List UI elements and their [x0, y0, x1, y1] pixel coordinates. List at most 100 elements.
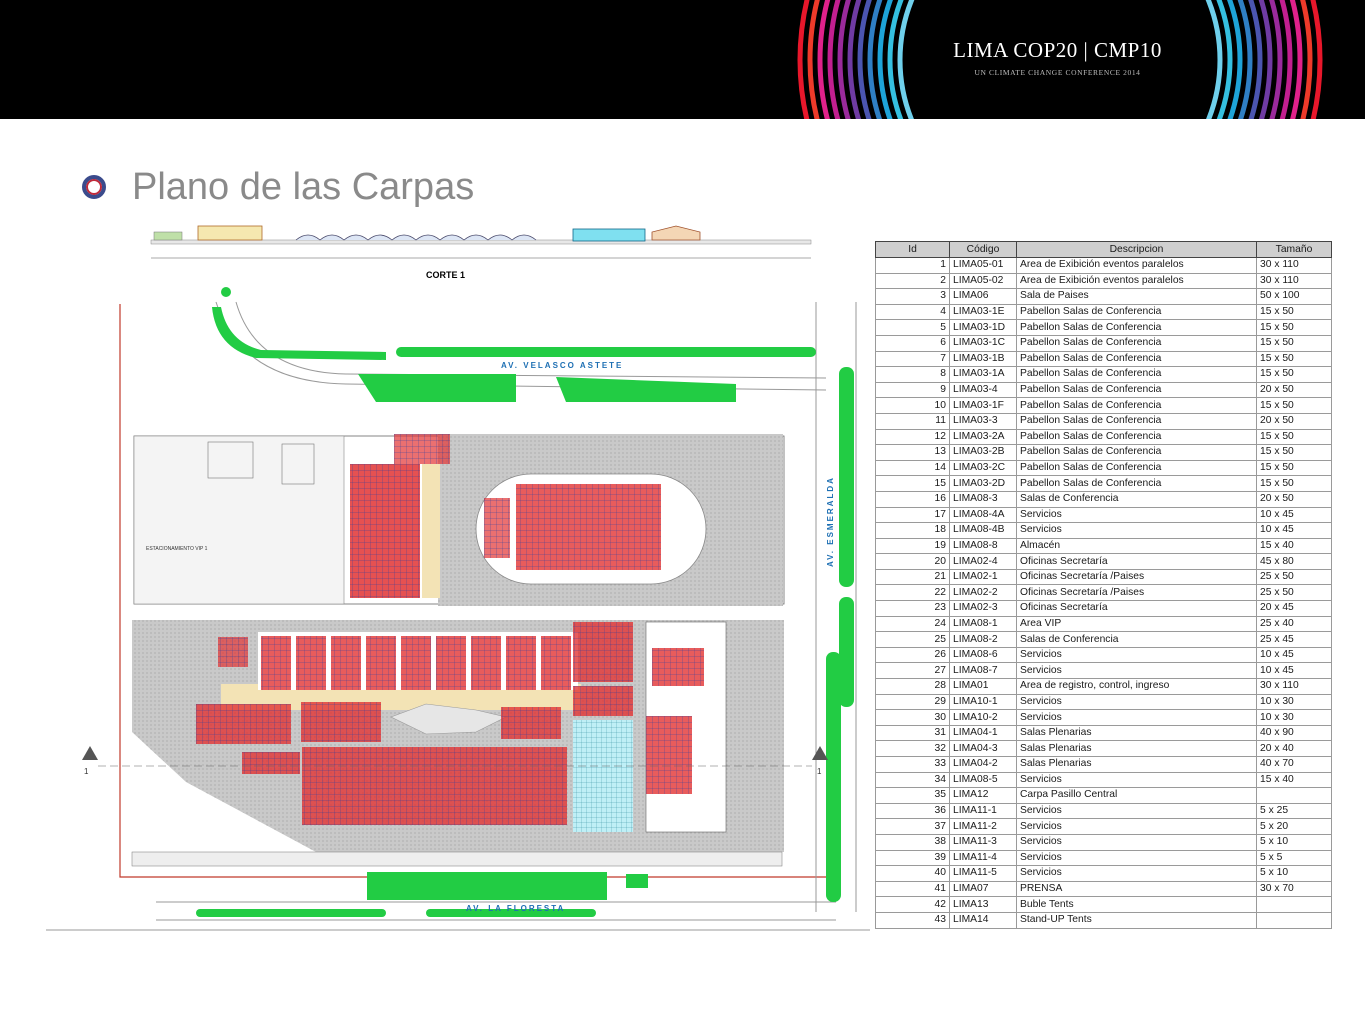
cell-code: LIMA03-3 [949, 412, 1017, 430]
site-plan: CORTE 1 AV. VELASCO ASTETE AV. ESMERALDA… [46, 225, 870, 931]
cell-id: 1 [875, 257, 950, 274]
cell-description: Carpa Pasillo Central [1016, 787, 1257, 804]
cell-id: 40 [875, 865, 950, 882]
cell-size: 5 x 25 [1256, 802, 1332, 820]
cell-description: Oficinas Secretaría [1016, 600, 1257, 617]
cell-id: 35 [875, 787, 950, 804]
logo-ring [807, 0, 1313, 119]
cell-code: LIMA08-3 [949, 490, 1017, 508]
cell-id: 30 [875, 709, 950, 726]
green-medians [196, 287, 854, 917]
header-banner: LIMA COP20 | CMP10 UN CLIMATE CHANGE CON… [0, 0, 1365, 119]
logo-title: LIMA COP20 | CMP10 [953, 38, 1162, 62]
cell-code: LIMA02-2 [949, 584, 1017, 602]
cell-id: 13 [875, 444, 950, 461]
cell-description: Servicios [1016, 865, 1257, 882]
cell-description: Oficinas Secretaría /Paises [1016, 568, 1257, 586]
cell-description: Oficinas Secretaría /Paises [1016, 584, 1257, 602]
cell-size: 25 x 45 [1256, 631, 1332, 648]
tent-block-grid [436, 636, 466, 690]
street-label-south: AV. LA FLORESTA [466, 904, 565, 913]
cell-description: Servicios [1016, 506, 1257, 524]
cell-id: 17 [875, 506, 950, 524]
cell-code: LIMA02-3 [949, 600, 1017, 617]
cell-size: 10 x 45 [1256, 646, 1332, 664]
cell-code: LIMA04-2 [949, 756, 1017, 773]
cell-id: 29 [875, 693, 950, 711]
cell-description: Stand-UP Tents [1016, 911, 1257, 929]
cell-id: 24 [875, 615, 950, 633]
tent-block-grid [296, 636, 326, 690]
cell-size: 25 x 50 [1256, 568, 1332, 586]
cell-code: LIMA10-2 [949, 709, 1017, 726]
cell-description: Servicios [1016, 522, 1257, 539]
cell-description: Area de registro, control, ingreso [1016, 678, 1257, 695]
cell-code: LIMA08-7 [949, 662, 1017, 680]
cell-code: LIMA03-2D [949, 475, 1017, 492]
cell-size: 5 x 10 [1256, 833, 1332, 851]
page-title: Plano de las Carpas [132, 166, 475, 208]
cell-id: 12 [875, 428, 950, 446]
cell-code: LIMA02-4 [949, 553, 1017, 570]
cell-size: 15 x 50 [1256, 319, 1332, 336]
cell-code: LIMA08-1 [949, 615, 1017, 633]
cell-code: LIMA08-8 [949, 537, 1017, 555]
cell-code: LIMA06 [949, 288, 1017, 305]
col-header-code: Código [949, 241, 1017, 258]
logo-ring [837, 0, 1283, 119]
col-header-description: Descripcion [1016, 241, 1257, 258]
cell-size: 20 x 50 [1256, 490, 1332, 508]
street-label-north: AV. VELASCO ASTETE [501, 361, 623, 370]
cell-id: 42 [875, 896, 950, 913]
cell-description: Sala de Paises [1016, 288, 1257, 305]
cell-id: 37 [875, 818, 950, 835]
section-marker-east: 1 [817, 767, 822, 776]
cell-description: Servicios [1016, 646, 1257, 664]
cell-id: 2 [875, 272, 950, 290]
cell-id: 7 [875, 350, 950, 368]
cell-description: Salas de Conferencia [1016, 631, 1257, 648]
section-label: CORTE 1 [426, 270, 465, 280]
tent-block-grid [506, 636, 536, 690]
cell-description: Servicios [1016, 802, 1257, 820]
cell-id: 4 [875, 303, 950, 321]
cell-size: 45 x 80 [1256, 553, 1332, 570]
cell-size: 40 x 70 [1256, 756, 1332, 773]
col-header-size: Tamaño [1256, 241, 1332, 258]
cell-description: Pabellon Salas de Conferencia [1016, 428, 1257, 446]
cell-code: LIMA08-4A [949, 506, 1017, 524]
logo-ring [857, 0, 1263, 119]
cell-id: 31 [875, 724, 950, 742]
cell-size: 15 x 50 [1256, 350, 1332, 368]
logo-ring [847, 0, 1273, 119]
cell-code: LIMA03-2A [949, 428, 1017, 446]
cell-size: 15 x 50 [1256, 459, 1332, 477]
cell-description: Pabellon Salas de Conferencia [1016, 412, 1257, 430]
cell-size: 15 x 40 [1256, 771, 1332, 789]
cell-size: 5 x 20 [1256, 818, 1332, 835]
cell-id: 21 [875, 568, 950, 586]
cell-id: 16 [875, 490, 950, 508]
tent-block-grid [366, 636, 396, 690]
cell-code: LIMA08-5 [949, 771, 1017, 789]
cell-code: LIMA11-1 [949, 802, 1017, 820]
cell-code: LIMA05-02 [949, 272, 1017, 290]
parking-label: ESTACIONAMIENTO VIP 1 [146, 546, 208, 552]
